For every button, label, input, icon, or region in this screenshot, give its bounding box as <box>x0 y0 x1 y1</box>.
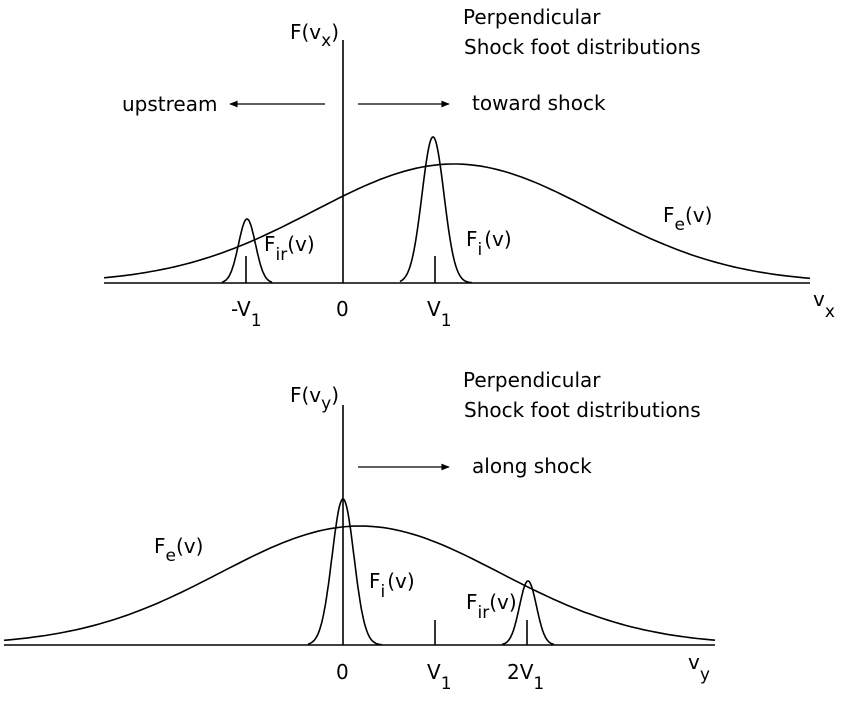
panel-vx: Perpendicular Shock foot distributions F… <box>103 5 835 331</box>
vy-ion-distribution-curve <box>307 498 382 646</box>
vx-fi-label: Fi(v) <box>466 227 512 260</box>
along-shock-label: along shock <box>472 454 592 478</box>
vx-reflected-ion-distribution-curve <box>221 218 273 283</box>
vx-tick-label-minus-v1: -V1 <box>231 297 262 331</box>
vx-fe-label: Fe(v) <box>663 203 712 235</box>
vy-fe-label: Fe(v) <box>154 534 203 566</box>
vy-xaxis-label: vy <box>688 650 710 685</box>
vx-ion-distribution-curve <box>399 136 472 284</box>
vx-title-line2: Shock foot distributions <box>464 35 701 59</box>
vy-title-line2: Shock foot distributions <box>464 398 701 422</box>
vy-title-line1: Perpendicular <box>463 368 601 392</box>
panel-vy: Perpendicular Shock foot distributions F… <box>3 368 716 694</box>
vy-fir-label: Fir(v) <box>466 590 517 623</box>
vy-reflected-ion-distribution-curve <box>501 580 555 646</box>
upstream-label: upstream <box>122 92 217 116</box>
vy-yaxis-label: F(vy) <box>290 383 339 414</box>
vy-tick-label-2v1: 2V1 <box>507 660 544 694</box>
vx-yaxis-label: F(vx) <box>290 20 339 51</box>
vy-tick-label-zero: 0 <box>336 660 349 684</box>
vy-electron-distribution-curve <box>3 525 716 642</box>
toward-shock-label: toward shock <box>472 91 606 115</box>
vx-fir-label: Fir(v) <box>264 232 315 265</box>
vx-tick-label-v1: V1 <box>427 297 452 331</box>
vx-electron-distribution-curve <box>103 163 811 280</box>
vx-tick-label-zero: 0 <box>336 297 349 321</box>
vx-xaxis-label: vx <box>813 287 835 322</box>
vx-title-line1: Perpendicular <box>463 5 601 29</box>
vy-fi-label: Fi(v) <box>369 569 415 602</box>
vy-tick-label-v1: V1 <box>427 660 452 694</box>
